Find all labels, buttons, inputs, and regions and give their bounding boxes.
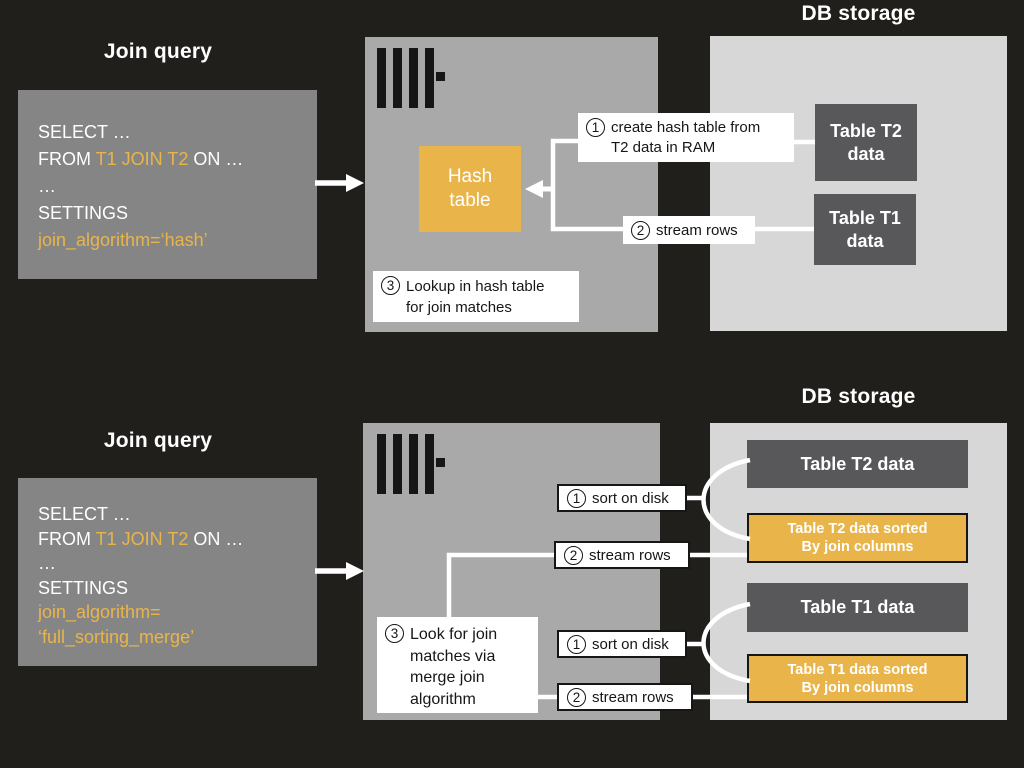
- sql-line: …: [38, 553, 56, 573]
- hash-join-query-box: SELECT … FROM T1 JOIN T2 ON … … SETTINGS…: [18, 90, 317, 279]
- step-3-badge: 3: [381, 276, 400, 295]
- step-stream-rows-label: 2 stream rows: [623, 216, 755, 244]
- hash-table-label: Hash table: [447, 166, 493, 211]
- step-2-badge: 2: [567, 687, 586, 707]
- sql-join-tables: T1 JOIN T2: [95, 149, 189, 169]
- clickhouse-logo-icon: [377, 48, 445, 108]
- sql-join-algorithm-setting: join_algorithm=: [38, 602, 161, 622]
- step-stream-rows-t2-label: 2 stream rows: [554, 541, 690, 569]
- step-1-badge: 1: [586, 118, 605, 137]
- sql-line: SETTINGS: [38, 577, 129, 598]
- table-t1-data-label: Table T1 data: [829, 207, 901, 251]
- merge-join-query-title: Join query: [103, 429, 213, 452]
- table-t2-sorted-box: Table T2 data sorted By join columns: [747, 513, 968, 563]
- sql-line: SETTINGS: [38, 203, 129, 223]
- table-t2-data-label: Table T2 data: [800, 453, 915, 474]
- table-t2-data-box: Table T2 data: [815, 104, 917, 181]
- table-t1-data-label: Table T1 data: [800, 597, 915, 617]
- merge-join-query-box: SELECT … FROM T1 JOIN T2 ON … … SETTINGS…: [18, 478, 317, 666]
- step-1-badge: 1: [567, 488, 586, 508]
- sql-line: FROM T1 JOIN T2 ON …: [38, 528, 244, 549]
- query-to-server-arrowhead: [346, 562, 364, 580]
- hash-table-box: Hash table: [419, 146, 521, 232]
- sql-line: SELECT …: [38, 504, 131, 524]
- sql-join-algorithm-setting: join_algorithm=‘hash’: [38, 230, 208, 250]
- table-t1-data-box: Table T1 data: [814, 194, 916, 265]
- table-t1-data-box: Table T1 data: [747, 583, 968, 632]
- sql-line: …: [38, 176, 56, 196]
- step-2-badge: 2: [564, 545, 583, 565]
- table-t2-data-box: Table T2 data: [747, 440, 968, 488]
- clickhouse-logo-icon: [377, 434, 445, 494]
- sql-join-algorithm-value: ‘full_sorting_merge’: [38, 626, 195, 647]
- hash-join-db-storage-box: [710, 36, 1007, 331]
- sql-join-tables: T1 JOIN T2: [95, 528, 189, 549]
- table-t2-data-label: Table T2 data: [830, 120, 902, 164]
- hash-join-db-storage-title: DB storage: [801, 2, 916, 25]
- step-2-badge: 2: [631, 220, 650, 240]
- step-3-badge: 3: [385, 624, 404, 643]
- step-sort-on-disk-t1-label: 1 sort on disk: [557, 630, 687, 658]
- merge-join-db-storage-title: DB storage: [801, 385, 916, 408]
- step-1-badge: 1: [567, 634, 586, 654]
- table-t1-sorted-box: Table T1 data sorted By join columns: [747, 654, 968, 703]
- query-to-server-arrowhead: [346, 174, 364, 192]
- hash-join-query-title: Join query: [103, 40, 213, 63]
- sql-line: SELECT …: [38, 122, 131, 142]
- step-sort-on-disk-t2-label: 1 sort on disk: [557, 484, 687, 512]
- step-stream-rows-t1-label: 2 stream rows: [557, 683, 693, 711]
- sql-line: FROM T1 JOIN T2 ON …: [38, 149, 244, 169]
